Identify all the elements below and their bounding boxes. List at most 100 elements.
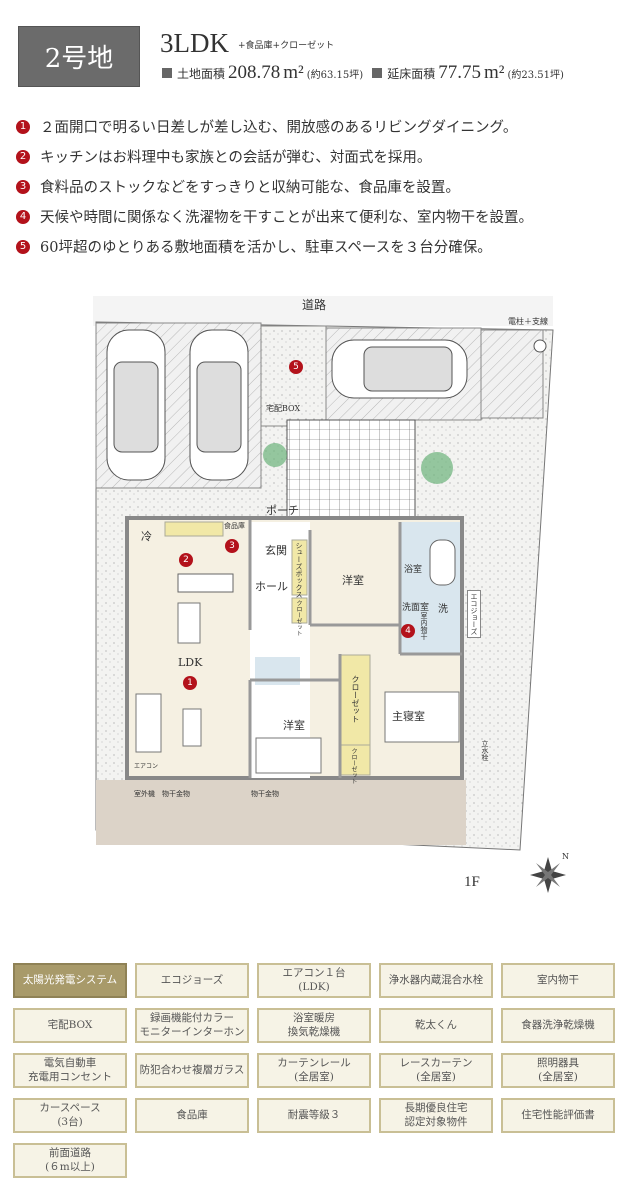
feature-item: 3 食料品のストックなどをすっきりと収納可能な、食品庫を設置。 bbox=[16, 176, 460, 197]
road-area bbox=[93, 296, 553, 326]
feature-text: キッチンはお料理中も家族との会話が弾む、対面式を採用。 bbox=[40, 150, 432, 166]
equipment-item: 乾太くん bbox=[379, 1008, 493, 1043]
equipment-item: 浄水器内蔵混合水栓 bbox=[379, 963, 493, 998]
land-area-value: 208.78 bbox=[228, 62, 281, 83]
marker-3: 3 bbox=[225, 539, 239, 553]
porch-label: ポーチ bbox=[266, 504, 299, 517]
bathtub-icon bbox=[429, 539, 456, 586]
marker-4: 4 bbox=[16, 209, 30, 224]
floor-label: 1F bbox=[464, 874, 480, 890]
marker-2: 2 bbox=[16, 149, 30, 164]
faucet-label: 立水栓 bbox=[481, 740, 489, 761]
square-bullet-icon bbox=[372, 68, 383, 78]
indoor-dry-label: 室内物干 bbox=[420, 612, 428, 640]
tree-icon bbox=[421, 452, 453, 484]
bed bbox=[384, 691, 460, 743]
equipment-item: カーテンレール (全居室) bbox=[257, 1053, 371, 1088]
closet bbox=[291, 597, 308, 624]
sofa bbox=[135, 693, 162, 753]
marker-5: 5 bbox=[16, 239, 30, 254]
area-info: 土地面積 208.78 m² (約63.15坪) 延床面積 77.75 m² (… bbox=[162, 62, 564, 84]
plan-extra: +食品庫+クローゼット bbox=[238, 41, 335, 51]
marker-1: 1 bbox=[183, 676, 197, 690]
car-icons bbox=[106, 329, 468, 481]
road-label: 道路 bbox=[302, 298, 327, 312]
ecojoze-label: エコジョーズ bbox=[467, 590, 481, 638]
equipment-item: 室内物干 bbox=[501, 963, 615, 998]
feature-text: 天候や時間に関係なく洗濯物を干すことが出来て便利な、室内物干を設置。 bbox=[40, 210, 533, 226]
equipment-item: 電気自動車 充電用コンセント bbox=[13, 1053, 127, 1088]
pantry-shelf bbox=[164, 521, 224, 537]
lot-number-badge: 2号地 bbox=[18, 26, 140, 87]
master-bedroom-label: 主寝室 bbox=[392, 710, 425, 723]
equipment-item: 太陽光発電システム bbox=[13, 963, 127, 998]
compass-north-label: N bbox=[562, 852, 569, 861]
equipment-item: 前面道路 (６m以上) bbox=[13, 1143, 127, 1178]
feature-text: ２面開口で明るい日差しが差し込む、開放感のあるリビングダイニング。 bbox=[40, 120, 518, 136]
pantry-label: 食品庫 bbox=[224, 522, 245, 530]
fridge-label: 冷 bbox=[141, 530, 152, 543]
yard bbox=[96, 780, 466, 845]
entrance-label: 玄関 bbox=[265, 544, 287, 557]
equipment-item: レースカーテン (全居室) bbox=[379, 1053, 493, 1088]
western-room-label: 洋室 bbox=[283, 719, 305, 732]
land-area-unit: m² bbox=[283, 62, 304, 83]
equipment-item: 録画機能付カラー モニターインターホン bbox=[135, 1008, 249, 1043]
equipment-item: 浴室暖房 換気乾燥機 bbox=[257, 1008, 371, 1043]
feature-item: 1 ２面開口で明るい日差しが差し込む、開放感のあるリビングダイニング。 bbox=[16, 116, 517, 137]
shoe-box bbox=[291, 539, 308, 596]
floor-plan bbox=[93, 296, 566, 893]
square-bullet-icon bbox=[162, 68, 172, 78]
utility-pole-label: 電柱＋支線 bbox=[508, 317, 548, 326]
bed bbox=[255, 737, 322, 774]
western-room-label: 洋室 bbox=[342, 574, 364, 587]
dry-hardware-label: 物干金物 bbox=[162, 790, 190, 798]
closet-label: クローゼット bbox=[350, 748, 357, 784]
equipment-item: 食品庫 bbox=[135, 1098, 249, 1133]
marker-1: 1 bbox=[16, 119, 30, 134]
equipment-item: 長期優良住宅 認定対象物件 bbox=[379, 1098, 493, 1133]
ldk-label: LDK bbox=[178, 656, 203, 669]
washroom-label: 洗面室 bbox=[402, 603, 430, 613]
feature-item: 5 60坪超のゆとりある敷地面積を活かし、駐車スペースを３台分確保。 bbox=[16, 236, 492, 257]
marker-3: 3 bbox=[16, 179, 30, 194]
land-area-tsubo: (約63.15坪) bbox=[306, 70, 364, 81]
delivery-box-label: 宅配BOX bbox=[266, 404, 301, 413]
closet bbox=[339, 654, 371, 746]
equipment-item: 照明器具 (全居室) bbox=[501, 1053, 615, 1088]
floor-area-tsubo: (約23.51坪) bbox=[507, 70, 564, 81]
floor-area-unit: m² bbox=[483, 62, 505, 83]
equipment-item: 宅配BOX bbox=[13, 1008, 127, 1043]
feature-text: 60坪超のゆとりある敷地面積を活かし、駐車スペースを３台分確保。 bbox=[40, 240, 492, 256]
dry-hardware-label: 物干金物 bbox=[251, 790, 279, 798]
marker-2: 2 bbox=[179, 553, 193, 567]
equipment-item: 防犯合わせ複層ガラス bbox=[135, 1053, 249, 1088]
land-area-label: 土地面積 bbox=[177, 67, 226, 81]
tree-icon bbox=[263, 443, 287, 467]
shoe-box-label: シューズボックス bbox=[295, 542, 303, 598]
equipment-item: エアコン１台 (LDK) bbox=[257, 963, 371, 998]
hall-label: ホール bbox=[255, 580, 288, 593]
bicycle-space bbox=[480, 329, 544, 419]
closet-label: クローゼット bbox=[351, 675, 360, 723]
marker-5: 5 bbox=[289, 360, 303, 374]
feature-item: 4 天候や時間に関係なく洗濯物を干すことが出来て便利な、室内物干を設置。 bbox=[16, 206, 533, 227]
feature-text: 食料品のストックなどをすっきりと収納可能な、食品庫を設置。 bbox=[40, 180, 460, 196]
floor-area-value: 77.75 bbox=[438, 62, 481, 83]
washer-label: 洗 bbox=[438, 604, 448, 615]
equipment-item: エコジョーズ bbox=[135, 963, 249, 998]
dining-table bbox=[177, 602, 201, 644]
closet-label: クローゼット bbox=[295, 600, 302, 636]
equipment-item: 住宅性能評価書 bbox=[501, 1098, 615, 1133]
outdoor-unit-label: 室外機 bbox=[134, 790, 155, 798]
coffee-table bbox=[182, 708, 202, 747]
marker-4: 4 bbox=[401, 624, 415, 638]
equipment-item: 食器洗浄乾燥機 bbox=[501, 1008, 615, 1043]
floor-area-label: 延床面積 bbox=[387, 67, 436, 81]
kitchen-counter bbox=[177, 573, 234, 593]
feature-item: 2 キッチンはお料理中も家族との会話が弾む、対面式を採用。 bbox=[16, 146, 431, 167]
plan-type: 3LDK bbox=[160, 28, 229, 58]
compass-icon bbox=[530, 857, 566, 893]
closet bbox=[339, 744, 371, 776]
utility-pole-icon bbox=[533, 339, 547, 353]
